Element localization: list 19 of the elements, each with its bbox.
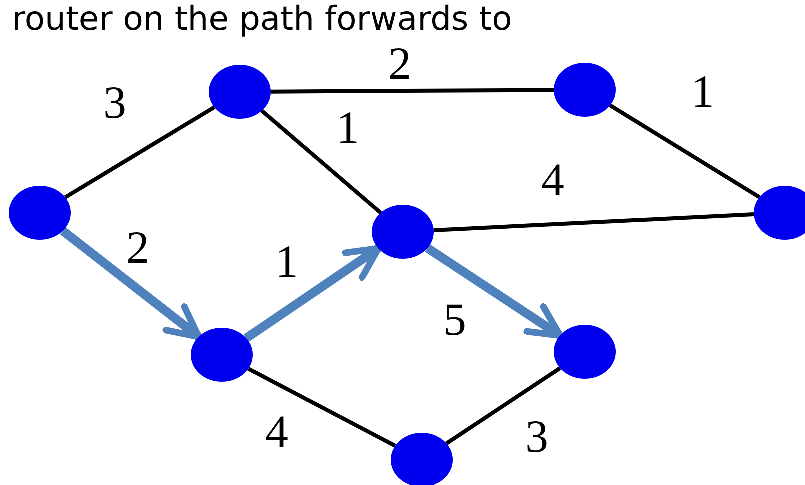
network-node [754, 186, 805, 240]
arrow [60, 227, 202, 341]
arrow [425, 244, 564, 340]
network-node [9, 186, 71, 240]
connector-line [609, 104, 761, 200]
connector-line [64, 106, 216, 200]
network-node [554, 63, 616, 117]
heading-text: router on the path forwards to [12, 0, 512, 38]
connector-line [446, 366, 562, 446]
network-node [191, 328, 253, 382]
network-node [554, 325, 616, 379]
connector-line [260, 109, 382, 215]
connector-line [248, 367, 396, 448]
connector-line [270, 88, 554, 94]
network-node [372, 205, 434, 259]
connector-line [434, 212, 754, 232]
network-node [209, 65, 271, 119]
arrow [244, 244, 382, 342]
network-node [391, 433, 453, 485]
